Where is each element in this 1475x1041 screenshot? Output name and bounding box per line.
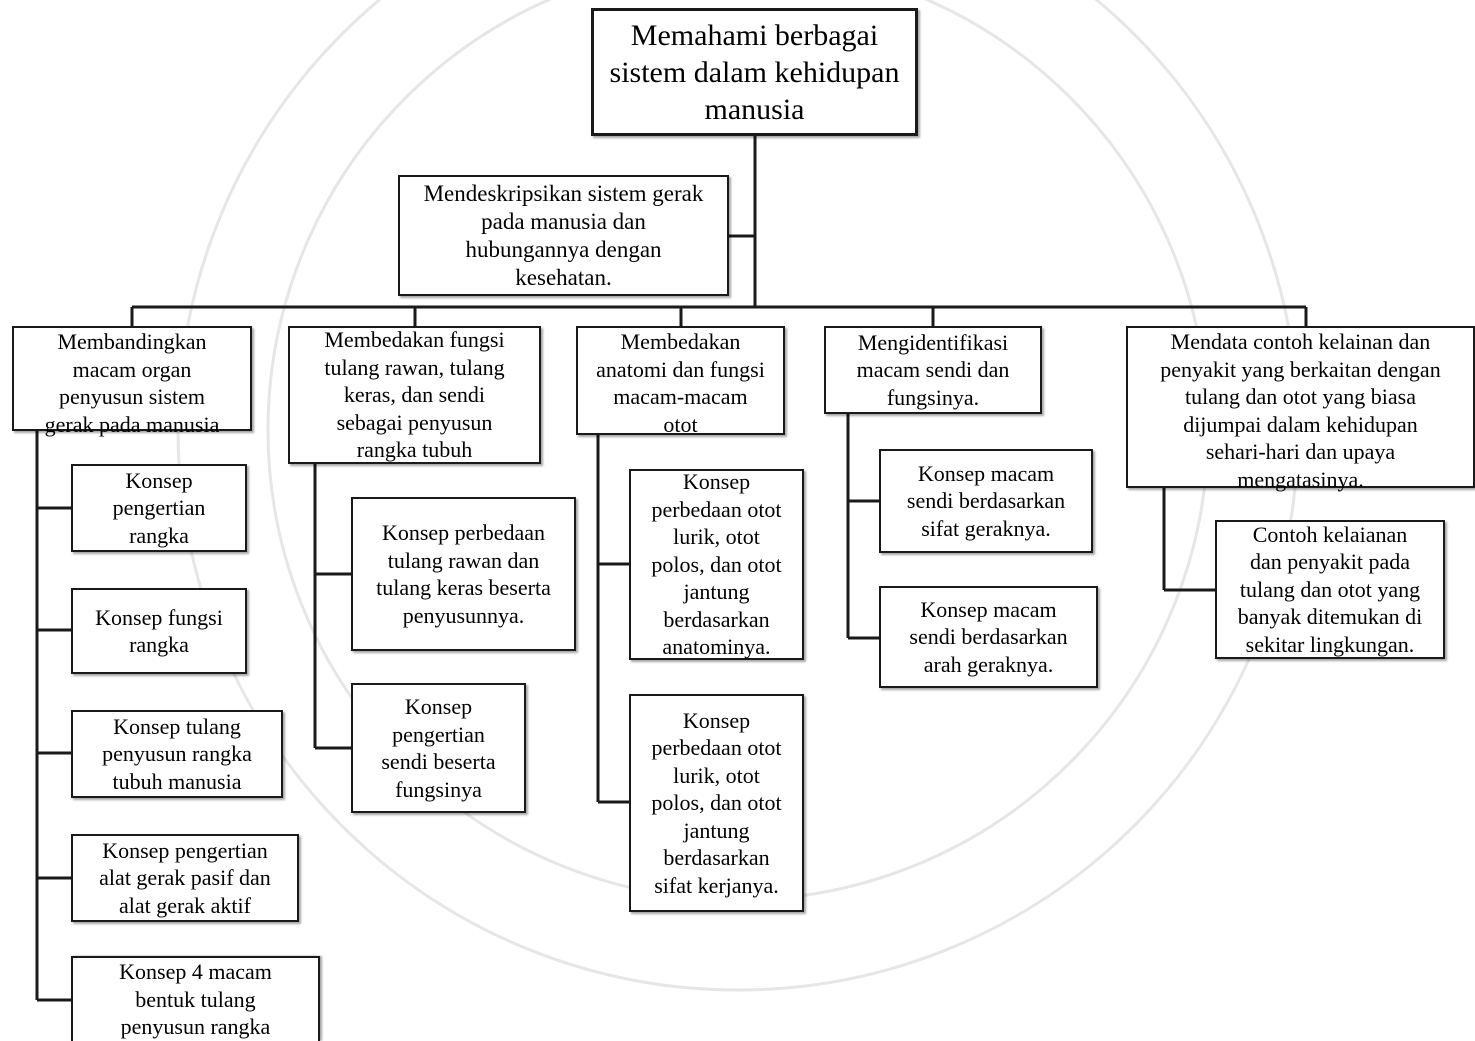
concept-node-1-5: Konsep 4 macam bentuk tulang penyusun ra… xyxy=(71,956,320,1041)
indicator-node-2: Membedakan fungsi tulang rawan, tulang k… xyxy=(288,326,541,464)
indicator-node-1: Membandingkan macam organ penyusun siste… xyxy=(12,326,252,437)
concept-node-4-2: Konsep macam sendi berdasarkan arah gera… xyxy=(879,586,1098,688)
indicator-node-4: Mengidentifikasi macam sendi dan fungsin… xyxy=(824,326,1042,414)
concept-node-1-1: Konsep pengertian rangka xyxy=(71,464,247,552)
concept-node-3-1: Konsep perbedaan otot lurik, otot polos,… xyxy=(629,469,804,660)
basic-competence-node: Mendeskripsikan sistem gerak pada manusi… xyxy=(398,175,729,296)
concept-node-5-1: Contoh kelaianan dan penyakit pada tulan… xyxy=(1215,520,1445,659)
concept-node-3-2: Konsep perbedaan otot lurik, otot polos,… xyxy=(629,694,804,912)
concept-node-4-1: Konsep macam sendi berdasarkan sifat ger… xyxy=(879,449,1093,553)
concept-node-2-2: Konsep pengertian sendi beserta fungsiny… xyxy=(351,683,526,813)
indicator-node-3: Membedakan anatomi dan fungsi macam-maca… xyxy=(576,326,785,437)
concept-node-1-4: Konsep pengertian alat gerak pasif dan a… xyxy=(71,834,299,922)
concept-node-1-2: Konsep fungsi rangka xyxy=(71,588,247,674)
concept-node-1-3: Konsep tulang penyusun rangka tubuh manu… xyxy=(71,710,283,798)
indicator-node-5: Mendata contoh kelainan dan penyakit yan… xyxy=(1126,326,1475,492)
concept-node-2-1: Konsep perbedaan tulang rawan dan tulang… xyxy=(351,497,576,651)
root-node: Memahami berbagai sistem dalam kehidupan… xyxy=(591,8,918,136)
